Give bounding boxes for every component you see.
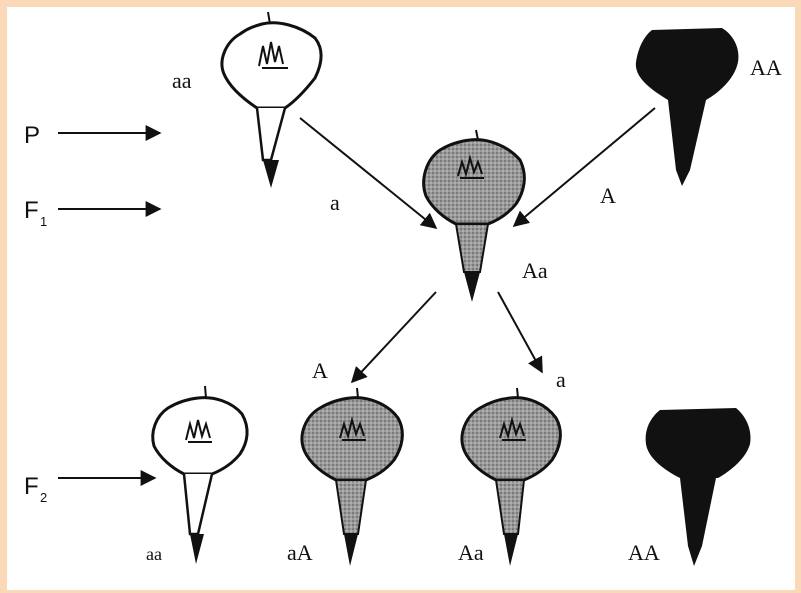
flower-f2-shaded-1 — [300, 387, 404, 566]
diagram-frame — [7, 7, 795, 590]
flower-f2-dark — [645, 408, 751, 566]
gamete-f1-right: a — [556, 367, 566, 392]
cross-arrow-left — [299, 117, 438, 230]
genotype-f2-dark: AA — [628, 540, 660, 565]
flower-f2-shaded-2 — [460, 387, 562, 566]
generation-f2-subscript: 2 — [40, 490, 47, 505]
genotype-f2-shaded-2: Aa — [458, 540, 484, 565]
flower-f2-white — [151, 385, 249, 564]
generation-f1-label: F — [24, 197, 39, 224]
flower-parent-dark — [635, 28, 739, 186]
generation-f1-subscript: 1 — [40, 214, 47, 229]
genotype-parent-dark: AA — [750, 55, 782, 80]
genotype-f2-white: aa — [146, 544, 162, 564]
flower-f1-shaded — [422, 129, 526, 302]
gamete-from-white-parent: a — [330, 190, 340, 215]
cross-arrow-right — [512, 107, 656, 228]
segregation-arrow-right — [497, 291, 543, 374]
gamete-from-dark-parent: A — [600, 183, 616, 208]
generation-f2: F 2 — [24, 470, 157, 505]
genotype-f2-shaded-1: aA — [287, 540, 313, 565]
generation-f1: F 1 — [24, 197, 162, 229]
genotype-f1: Aa — [522, 258, 548, 283]
flower-parent-white — [220, 11, 323, 188]
generation-p: P — [24, 122, 162, 149]
segregation-arrow-left — [350, 291, 437, 384]
gamete-f1-left: A — [312, 358, 328, 383]
generation-f2-label: F — [24, 473, 39, 500]
genotype-parent-white: aa — [172, 68, 192, 93]
generation-p-label: P — [24, 122, 40, 149]
